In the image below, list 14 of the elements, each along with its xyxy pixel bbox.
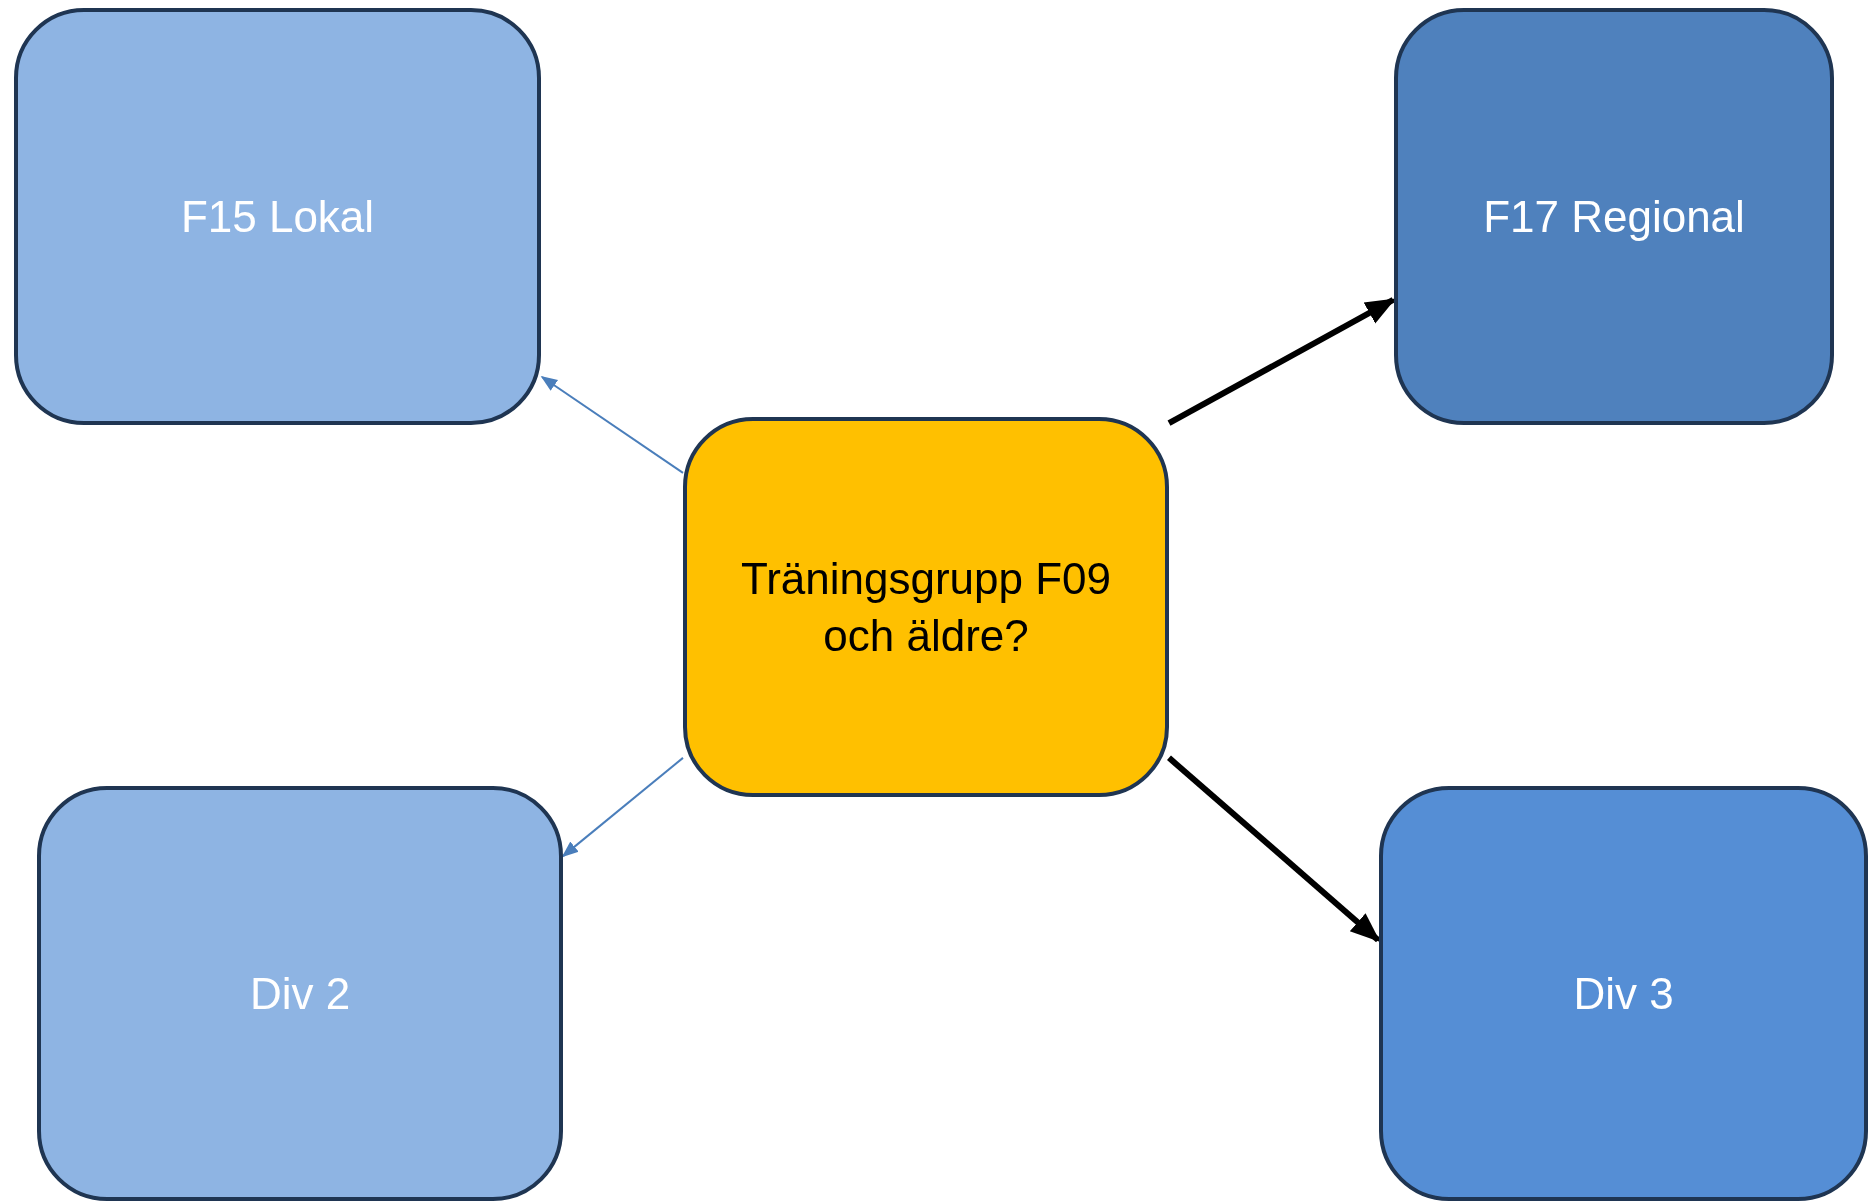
decision-box: [683, 417, 1169, 797]
option-label: Div 3: [1572, 967, 1675, 1020]
arrow: [540, 376, 684, 474]
option-box: [37, 786, 563, 1201]
option-label: F15 Lokal: [179, 190, 376, 243]
arrow: [561, 756, 684, 858]
option-box: [1394, 8, 1834, 425]
arrow: [1167, 755, 1381, 943]
option-box: [14, 8, 541, 425]
arrow: [1167, 297, 1396, 426]
option-label: F17 Regional: [1482, 190, 1746, 243]
option-label: Div 2: [248, 967, 352, 1020]
question-text: Träningsgrupp F09 och äldre?: [739, 552, 1113, 662]
option-box: [1379, 786, 1868, 1201]
